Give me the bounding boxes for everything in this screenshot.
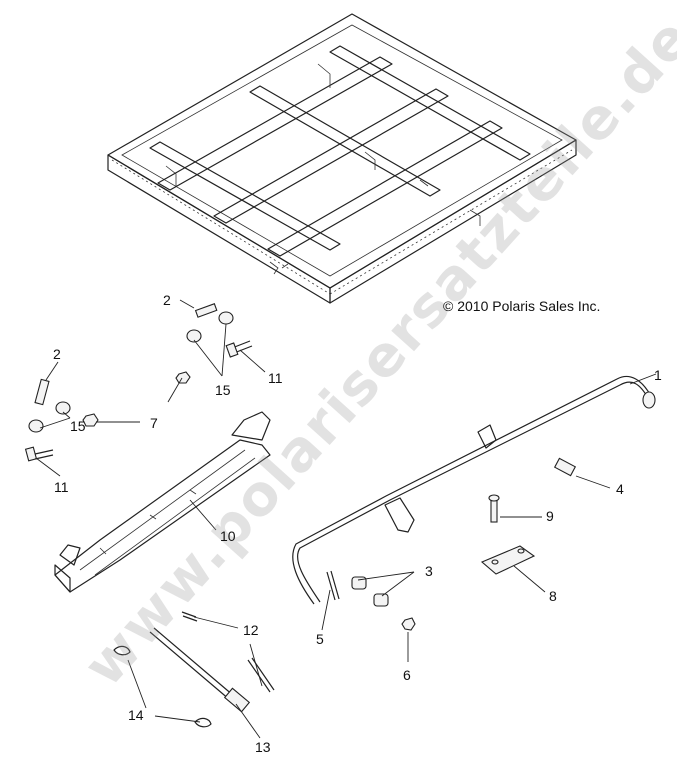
callout-13: 13: [255, 739, 271, 755]
callout-15-lower: 15: [70, 418, 86, 434]
callout-3: 3: [425, 563, 433, 579]
callout-10: 10: [220, 528, 236, 544]
hardware-lower: [24, 378, 99, 462]
callout-6: 6: [403, 667, 411, 683]
callout-11-lower: 11: [54, 479, 69, 495]
callout-14: 14: [128, 707, 144, 723]
leader-lines: [35, 299, 657, 739]
part-10-rail: [54, 411, 271, 593]
hardware-right: [326, 457, 577, 631]
callout-2-upper: 2: [163, 292, 171, 308]
callout-1: 1: [654, 367, 662, 383]
callout-2-lower: 2: [53, 346, 61, 362]
callout-12: 12: [243, 622, 259, 638]
part-1-bar: [292, 375, 656, 605]
callout-9: 9: [546, 508, 554, 524]
box-frame: [107, 13, 577, 304]
callout-8: 8: [549, 588, 557, 604]
callout-15-upper: 15: [215, 382, 231, 398]
copyright-text: © 2010 Polaris Sales Inc.: [443, 298, 601, 314]
callout-11-upper: 11: [268, 370, 283, 386]
callout-5: 5: [316, 631, 324, 647]
hardware-bottom: [113, 611, 275, 728]
callout-4: 4: [616, 481, 624, 497]
hardware-upper: [175, 303, 253, 384]
callout-7: 7: [150, 415, 158, 431]
